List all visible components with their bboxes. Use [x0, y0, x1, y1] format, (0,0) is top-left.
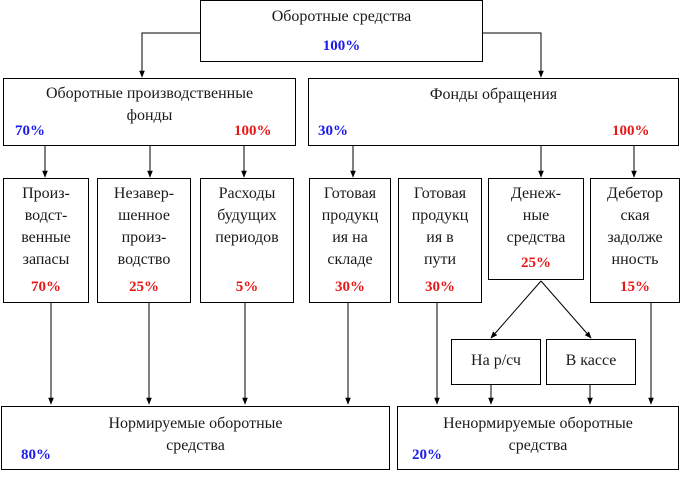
node-cash-desk: В кассе [546, 339, 636, 385]
arrow-dengi-to-kassa [540, 280, 592, 339]
node-percent: 20% [412, 447, 442, 463]
node-production-stocks: Произ- водст- венные запасы 70% [3, 178, 89, 303]
node-label: Готовая продукц ия в пути [411, 185, 469, 268]
node-deferred-expenses: Расходы будущих периодов 5% [200, 178, 294, 303]
node-label: Готовая продукц ия на складе [321, 185, 379, 268]
node-percent-right: 100% [612, 123, 650, 139]
node-percent: 70% [31, 279, 61, 295]
arrow-dengi-to-rs [490, 280, 542, 339]
node-percent: 25% [129, 279, 159, 295]
node-label: Незавер- шенное произ- водство [113, 185, 175, 268]
node-percent: 15% [620, 279, 650, 295]
arrow-top-to-circulation [482, 32, 544, 78]
node-cash: Денеж- ные средства 25% [488, 178, 584, 280]
node-circulation-funds: Фонды обращения 30% 100% [308, 78, 679, 146]
node-percent: 30% [335, 279, 365, 295]
node-label: Ненормируемые оборотные средства [443, 415, 633, 454]
node-label: На р/сч [471, 352, 521, 369]
arrow-top-to-production [139, 32, 200, 78]
node-percent: 5% [235, 279, 259, 295]
node-percent: 25% [521, 255, 551, 271]
node-percent-left: 30% [318, 123, 348, 139]
node-settlement-account: На р/сч [451, 339, 541, 385]
node-finished-goods-warehouse: Готовая продукц ия на складе 30% [309, 178, 391, 303]
node-finished-goods-transit: Готовая продукц ия в пути 30% [398, 178, 482, 303]
node-label: Денеж- ные средства [506, 185, 566, 246]
node-work-in-progress: Незавер- шенное произ- водство 25% [97, 178, 191, 303]
node-percent-left: 70% [15, 123, 45, 139]
node-percent-right: 100% [234, 123, 272, 139]
node-receivables: Дебетор ская задолже нность 15% [590, 178, 680, 303]
node-label: Дебетор ская задолже нность [606, 185, 664, 268]
node-working-capital: Оборотные средства 100% [200, 0, 483, 62]
node-unnormed-capital: Ненормируемые оборотные средства 20% [397, 406, 679, 470]
node-label: В кассе [565, 352, 617, 369]
node-label: Оборотные средства [271, 8, 412, 25]
node-percent: 80% [21, 447, 51, 463]
node-production-funds: Оборотные производственные фонды 70% 100… [3, 78, 296, 146]
node-label: Оборотные производственные фонды [45, 85, 254, 124]
node-normed-capital: Нормируемые оборотные средства 80% [1, 406, 390, 470]
node-percent: 100% [322, 38, 361, 54]
node-label: Фонды обращения [429, 86, 558, 103]
node-label: Расходы будущих периодов [215, 185, 279, 246]
node-label: Нормируемые оборотные средства [108, 415, 283, 454]
node-label: Произ- водст- венные запасы [21, 185, 71, 268]
node-percent: 30% [425, 279, 455, 295]
